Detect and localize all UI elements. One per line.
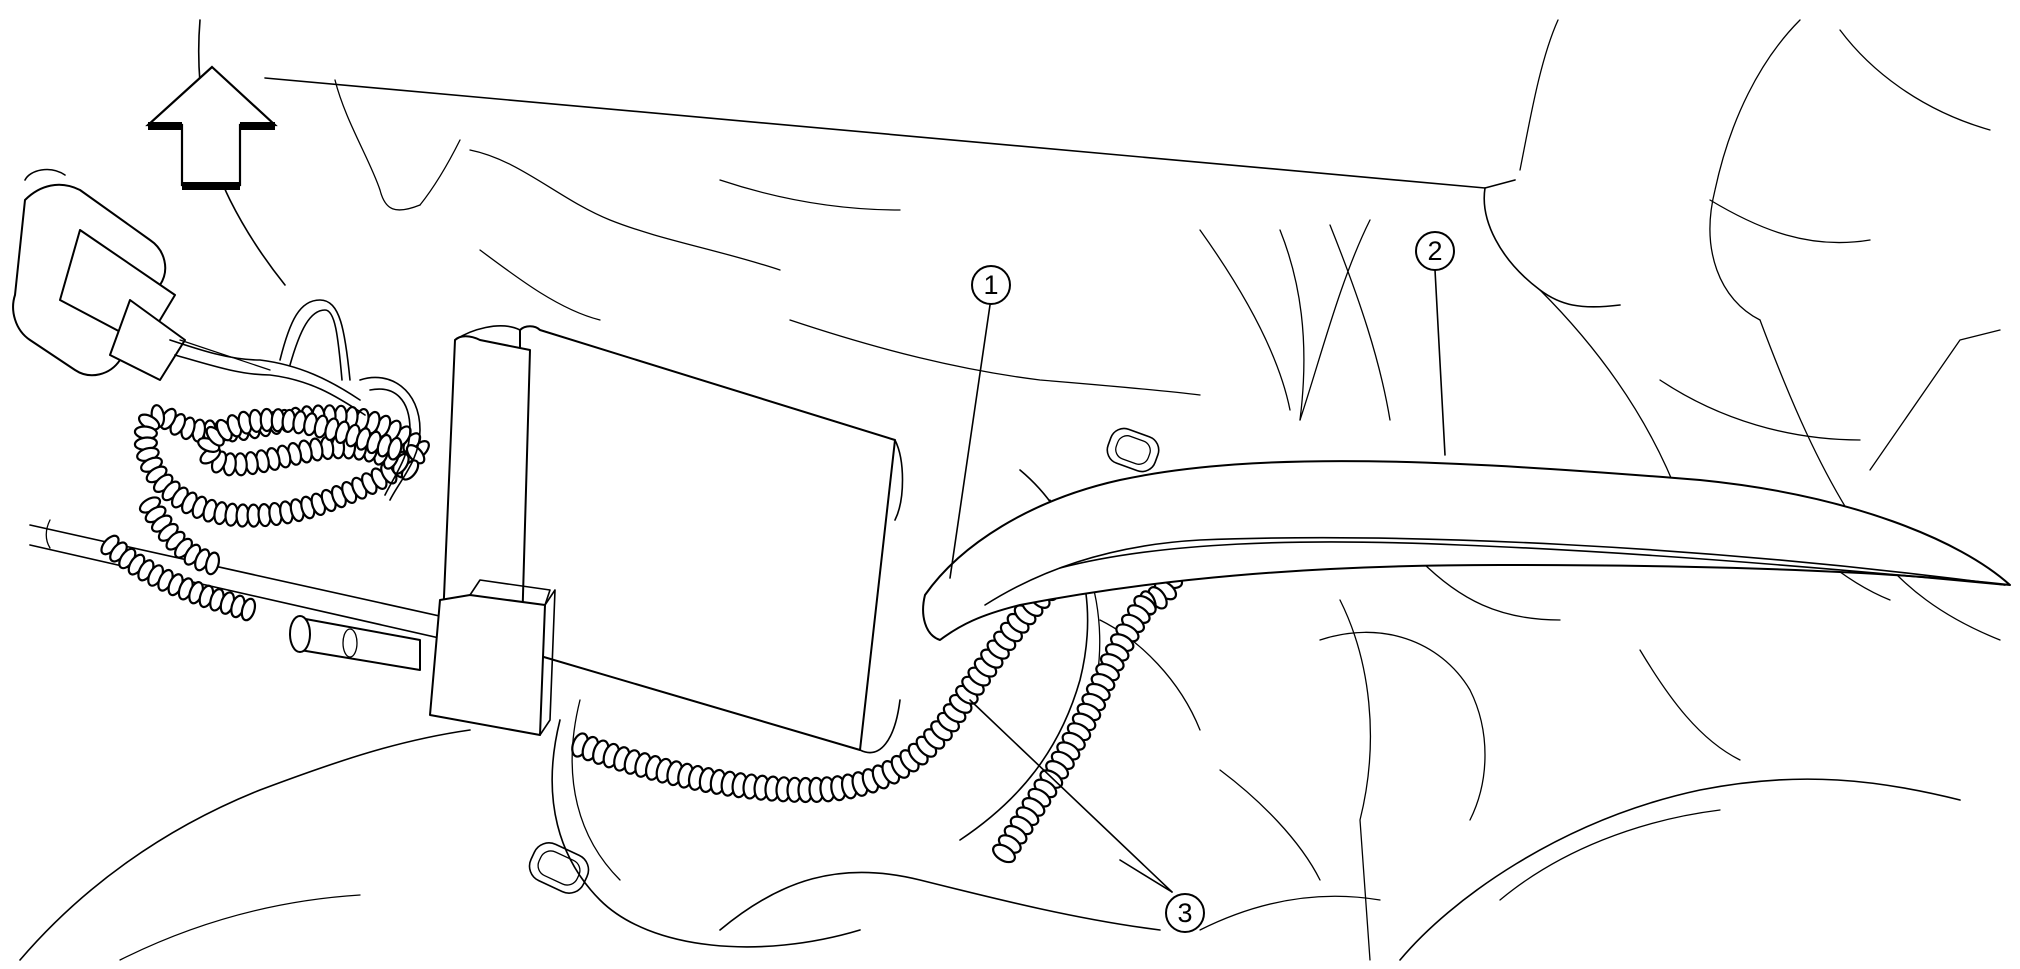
callout-2: 2 (1415, 231, 1455, 271)
flat-blade-tool (922, 460, 2011, 641)
callout-1: 1 (971, 265, 1011, 305)
slot-hole-upper (1106, 427, 1160, 473)
callout-2-label: 2 (1427, 236, 1442, 266)
callout-1-label: 1 (983, 270, 998, 300)
callout-3: 3 (1165, 893, 1205, 933)
coil-segment (204, 551, 221, 576)
background-linework (12, 19, 2001, 961)
fuel-pump-unit (289, 325, 904, 754)
slot-hole-lower (528, 842, 590, 894)
thin-wires (169, 299, 421, 501)
harness-coil-3-branch (992, 594, 1157, 864)
coil-segment (992, 843, 1016, 864)
up-arrow-icon (145, 65, 278, 190)
coil-segment (240, 597, 257, 622)
coil-segment (387, 436, 403, 461)
leader-lines (949, 269, 1446, 893)
left-harness-coils (100, 404, 430, 622)
callout-3-label: 3 (1177, 898, 1192, 928)
